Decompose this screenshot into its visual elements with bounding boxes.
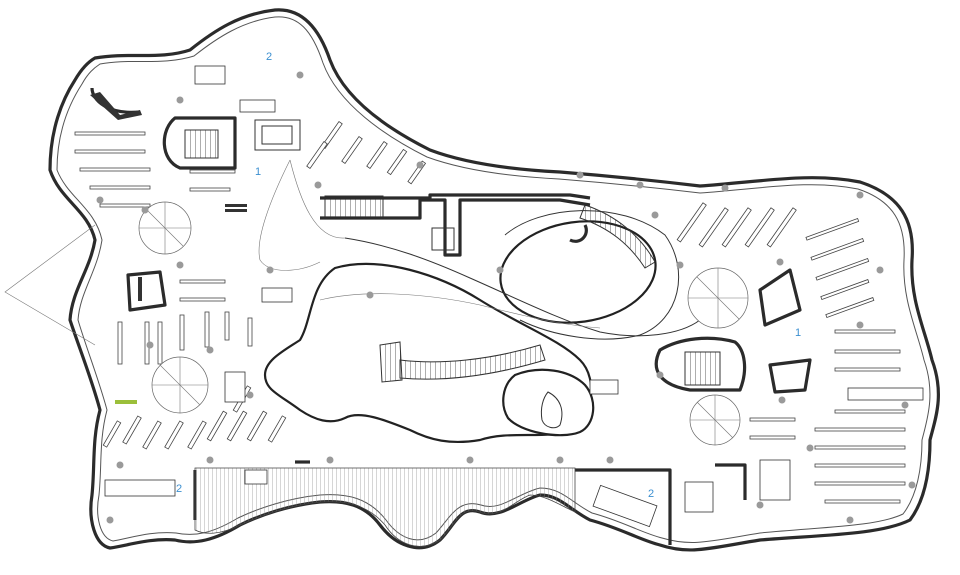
stairs: [184, 129, 721, 386]
zone-label-east: 1: [795, 327, 801, 339]
zone-labels: 2 1 1 2 2: [176, 51, 801, 500]
zone-label-north: 2: [266, 51, 272, 63]
outer-wall: [48, 8, 940, 552]
central-atrium-void: [263, 262, 595, 444]
fixtures: [90, 92, 247, 301]
zone-label-southwest: 2: [176, 483, 182, 495]
bookshelves-southeast: [749, 329, 906, 504]
oval-atrium: [499, 210, 680, 340]
zone-label-west: 1: [255, 166, 261, 178]
reading-pods: [138, 201, 749, 446]
reading-pod: [151, 356, 209, 414]
reading-pod: [687, 267, 749, 329]
reading-pod: [138, 201, 192, 255]
exterior-lines: [4, 224, 96, 346]
south-terrace: [194, 467, 576, 547]
circulation-lines: [258, 159, 701, 337]
zone-label-southeast: 2: [648, 488, 654, 500]
bookshelves-southwest: [102, 385, 287, 450]
columns: [96, 71, 916, 524]
bookshelves-west: [74, 131, 253, 365]
accent-bench: [115, 400, 137, 404]
study-tables: [104, 65, 924, 528]
bookshelves-east: [676, 202, 875, 319]
reading-pod: [689, 394, 741, 446]
bookshelves-north: [306, 121, 427, 185]
